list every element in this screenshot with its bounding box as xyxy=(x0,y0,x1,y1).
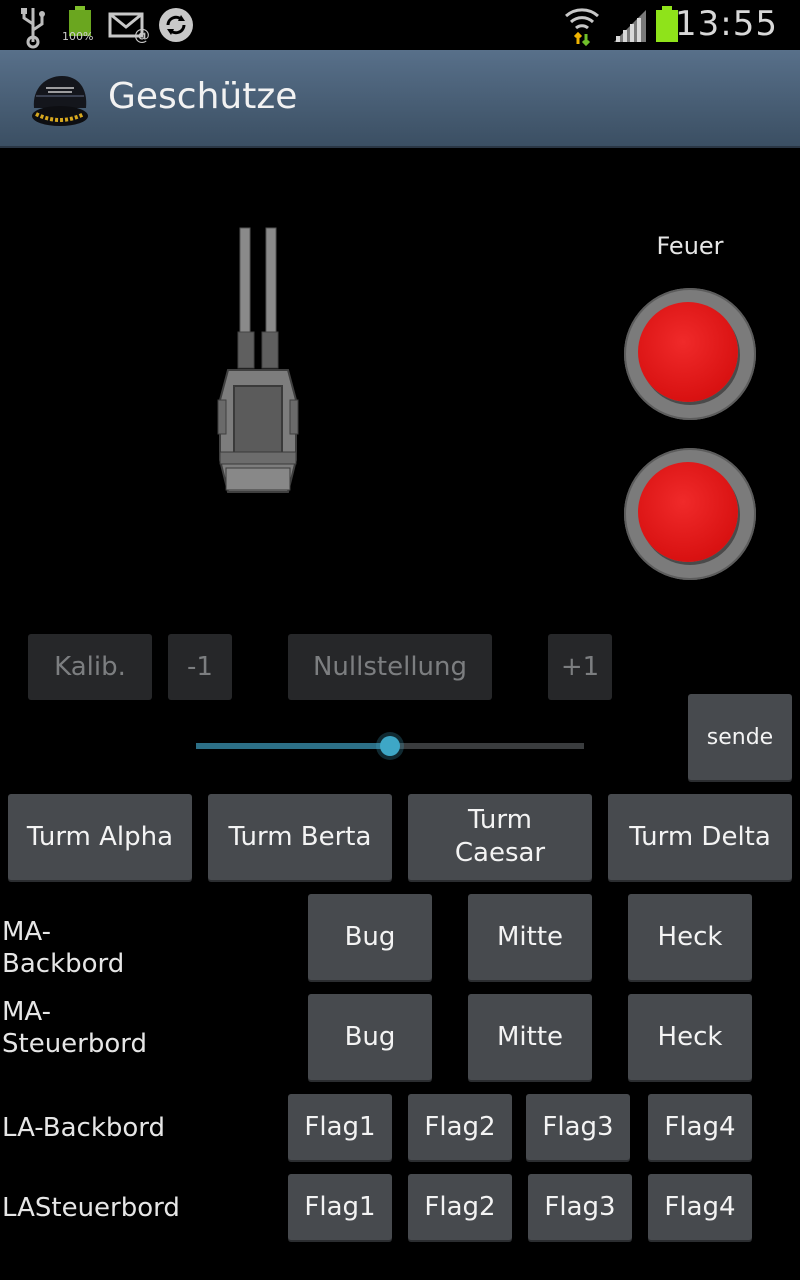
action-bar: Geschütze xyxy=(0,50,800,148)
sync-icon xyxy=(159,8,193,42)
ma-steuerbord-bug-button[interactable]: Bug xyxy=(308,994,432,1080)
gun-turret-icon xyxy=(217,227,299,493)
battery-percent-text: 100% xyxy=(62,30,94,43)
la-backbord-flag1-button[interactable]: Flag1 xyxy=(288,1094,392,1160)
la-steuerbord-flag1-button[interactable]: Flag1 xyxy=(288,1174,392,1240)
email-icon: @ xyxy=(108,12,150,44)
la-steuerbord-flag3-button[interactable]: Flag3 xyxy=(528,1174,632,1240)
svg-text:@: @ xyxy=(134,25,150,44)
status-bar: 100% @ 13:55 xyxy=(0,0,800,50)
la-backbord-flag4-button[interactable]: Flag4 xyxy=(648,1094,752,1160)
wifi-data-icon xyxy=(565,8,599,47)
la-steuerbord-label: LASteuerbord xyxy=(2,1193,180,1223)
page-title: Geschütze xyxy=(108,76,298,117)
tower-caesar-button[interactable]: Turm Caesar xyxy=(408,794,592,880)
calibration-slider[interactable] xyxy=(196,730,584,762)
fire-button-2-core xyxy=(638,462,738,562)
ma-backbord-heck-button[interactable]: Heck xyxy=(628,894,752,980)
ma-steuerbord-label: MA- Steuerbord xyxy=(2,997,148,1059)
ma-backbord-label: MA- Backbord xyxy=(2,917,125,979)
calibrate-button[interactable]: Kalib. xyxy=(28,634,152,700)
ma-steuerbord-heck-button[interactable]: Heck xyxy=(628,994,752,1080)
ma-steuerbord-mitte-button[interactable]: Mitte xyxy=(468,994,592,1080)
plus-one-button[interactable]: +1 xyxy=(548,634,612,700)
fire-button-1[interactable] xyxy=(624,288,756,420)
usb-icon xyxy=(21,8,45,49)
tower-alpha-button[interactable]: Turm Alpha xyxy=(8,794,192,880)
la-backbord-flag3-button[interactable]: Flag3 xyxy=(526,1094,630,1160)
la-backbord-label: LA-Backbord xyxy=(2,1113,166,1143)
ma-backbord-bug-button[interactable]: Bug xyxy=(308,894,432,980)
tower-berta-button[interactable]: Turm Berta xyxy=(208,794,392,880)
fire-button-1-core xyxy=(638,302,738,402)
minus-one-button[interactable]: -1 xyxy=(168,634,232,700)
slider-thumb[interactable] xyxy=(380,736,400,756)
la-steuerbord-flag4-button[interactable]: Flag4 xyxy=(648,1174,752,1240)
battery-charging-icon xyxy=(656,6,678,42)
zero-position-button[interactable]: Nullstellung xyxy=(288,634,492,700)
battery-full-icon xyxy=(69,6,91,36)
slider-fill xyxy=(196,743,390,749)
signal-icon xyxy=(614,10,646,42)
la-steuerbord-flag2-button[interactable]: Flag2 xyxy=(408,1174,512,1240)
ma-backbord-mitte-button[interactable]: Mitte xyxy=(468,894,592,980)
la-backbord-flag2-button[interactable]: Flag2 xyxy=(408,1094,512,1160)
cap-logo-icon[interactable] xyxy=(28,68,92,130)
tower-delta-button[interactable]: Turm Delta xyxy=(608,794,792,880)
clock: 13:55 xyxy=(675,4,778,44)
fire-label: Feuer xyxy=(656,232,724,260)
send-button[interactable]: sende xyxy=(688,694,792,780)
fire-button-2[interactable] xyxy=(624,448,756,580)
